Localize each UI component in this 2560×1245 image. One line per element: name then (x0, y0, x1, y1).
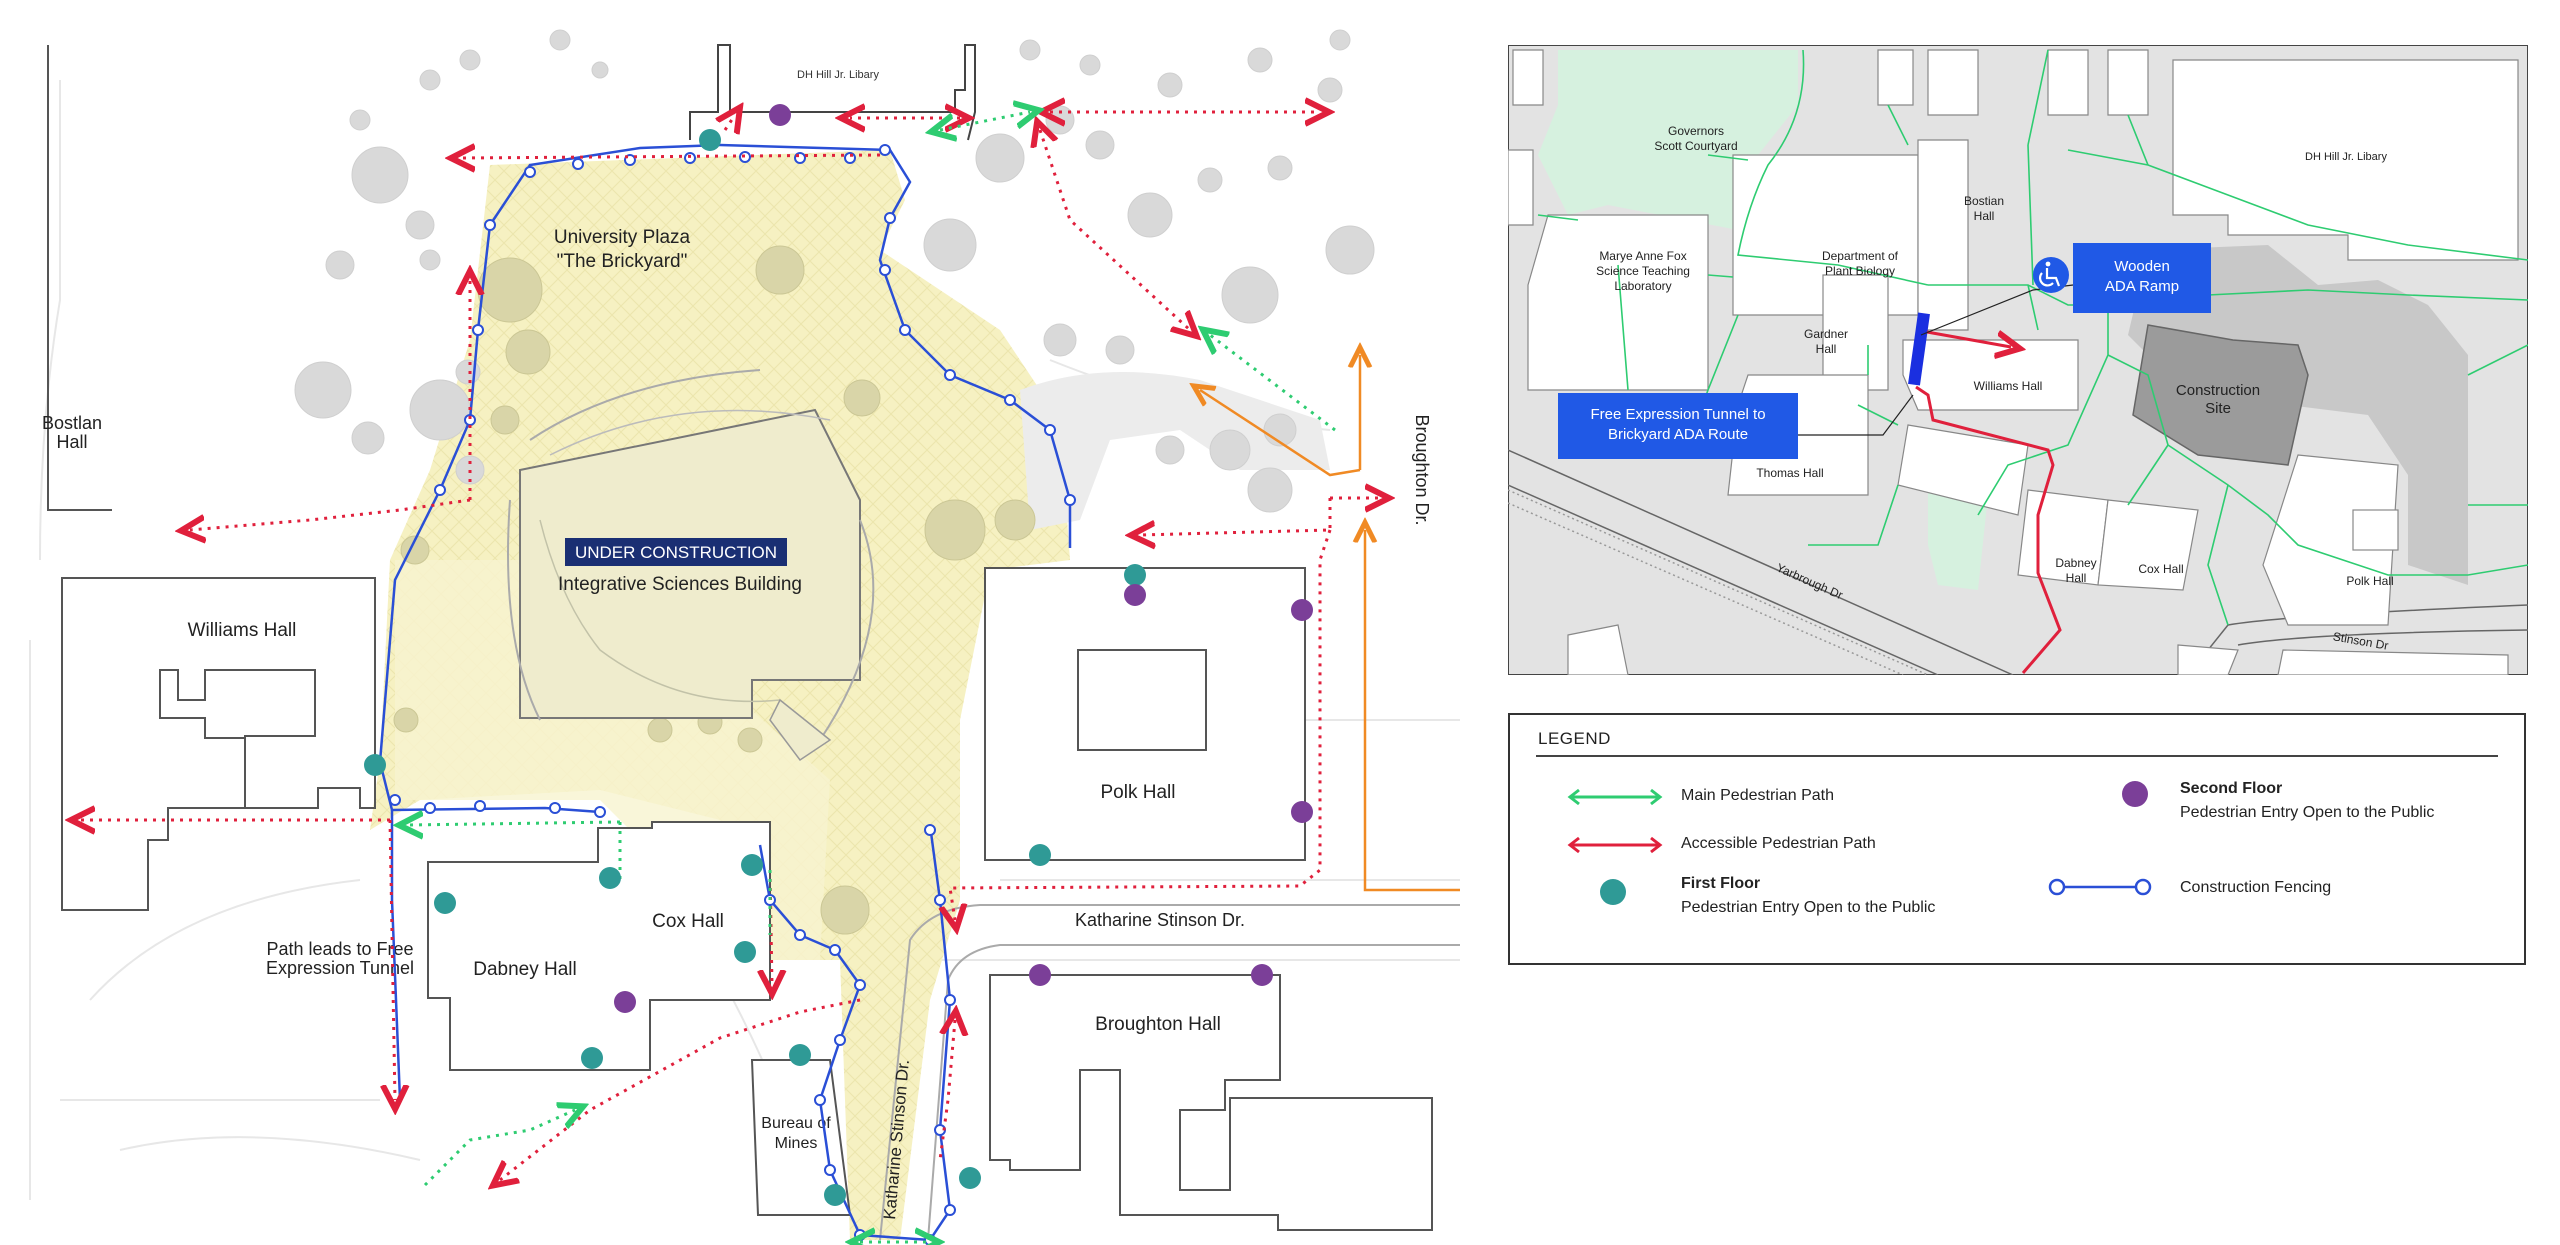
legend-second-floor-desc: Pedestrian Entry Open to the Public (2180, 804, 2435, 821)
green-space-south (1928, 490, 1988, 590)
inset-cox-label: Cox Hall (2138, 562, 2183, 576)
path-note-label-1: Path leads to Free (266, 939, 413, 959)
dh-hill-label: DH Hill Jr. Libary (797, 69, 879, 81)
hardscape-area (1020, 372, 1330, 530)
legend: LEGEND Main Pedestrian Path Accessible P… (1508, 713, 2526, 965)
tunnel-route-callout-label-1: Free Expression Tunnel to (1590, 406, 1765, 423)
legend-first-floor-title: First Floor (1681, 875, 1761, 892)
inset-williams-label: Williams Hall (1974, 379, 2043, 393)
inset-locator-map: Governors Scott Courtyard DH Hill Jr. Li… (1508, 45, 2528, 675)
inset-construction-label-1: Construction (2176, 382, 2260, 399)
inset-dabney-label-2: Hall (2066, 571, 2087, 585)
legend-second-floor: Second Floor Pedestrian Entry Open to th… (2180, 780, 2434, 822)
legend-fencing-symbol (2048, 878, 2152, 896)
ada-ramp-callout-label-2: ADA Ramp (2105, 278, 2179, 295)
bostlan-hall-label-1: Bostlan (42, 413, 102, 433)
legend-main-path-symbol (1567, 788, 1663, 806)
polk-hall-courtyard (1077, 649, 1207, 751)
legend-accessible-path-symbol (1567, 836, 1663, 854)
inset-fox-label-3: Laboratory (1614, 279, 1671, 293)
inset-dh-hill-label: DH Hill Jr. Libary (2305, 151, 2387, 163)
inset-thomas-label: Thomas Hall (1756, 466, 1823, 480)
path-note-label-2: Expression Tunnel (266, 958, 414, 978)
bostlan-hall-label-2: Hall (56, 432, 87, 452)
main-pedestrian-paths (408, 112, 1336, 1242)
inset-governors-label-1: Governors (1668, 124, 1724, 138)
first-floor-entries (364, 129, 1146, 1206)
inset-ada-ramp-segment (1908, 312, 1930, 386)
orange-route (1200, 355, 1460, 892)
inset-fox-label-2: Science Teaching (1596, 264, 1690, 278)
polk-hall-inset-courtyard (2352, 509, 2399, 551)
under-construction-label: UNDER CONSTRUCTION (575, 543, 777, 562)
bostlan-hall-outline (47, 45, 112, 511)
wheelchair-icon (2039, 261, 2061, 287)
inset-gardner-label-2: Hall (1816, 342, 1837, 356)
isb-label: Integrative Sciences Building (558, 574, 802, 595)
inset-plant-bio-label-2: Plant Biology (1825, 264, 1895, 278)
ada-ramp-callout-label-1: Wooden (2114, 258, 2170, 275)
legend-accessible-path-label: Accessible Pedestrian Path (1681, 835, 1876, 852)
inset-green-paths (1537, 49, 2528, 626)
broughton-hall-label: Broughton Hall (1095, 1014, 1221, 1035)
inset-bostian-label-1: Bostian (1964, 194, 2004, 208)
legend-second-floor-title: Second Floor (2180, 780, 2283, 797)
plaza-label-1: University Plaza (554, 227, 691, 248)
legend-main-path-label: Main Pedestrian Path (1681, 787, 1834, 804)
legend-first-floor-symbol (1600, 879, 1626, 905)
inset-bostian-label-2: Hall (1974, 209, 1995, 223)
dh-hill-library-outline (689, 44, 976, 141)
inset-fox-label-1: Marye Anne Fox (1599, 249, 1686, 263)
legend-title: LEGEND (1538, 729, 1611, 748)
legend-second-floor-symbol (2122, 781, 2148, 807)
bureau-label-2: Mines (775, 1135, 818, 1152)
fencing-posts (389, 144, 1076, 1245)
main-campus-map: DH Hill Jr. Libary Bostlan Hall UNDER CO… (29, 29, 1460, 1245)
construction-site-area (2128, 245, 2468, 585)
plaza-label-2: "The Brickyard" (557, 251, 688, 272)
construction-site-building (2132, 324, 2309, 466)
inset-accessible-route (1915, 332, 2062, 674)
legend-first-floor-desc: Pedestrian Entry Open to the Public (1681, 899, 1936, 916)
inset-plant-bio-label-1: Department of (1822, 249, 1899, 263)
polk-hall-label: Polk Hall (1101, 782, 1176, 803)
legend-divider (1536, 755, 2498, 757)
inset-buildings (1508, 49, 2519, 675)
tunnel-route-callout (1558, 393, 1798, 459)
katharine-stinson-dr-label: Katharine Stinson Dr. (1075, 910, 1245, 930)
legend-first-floor: First Floor Pedestrian Entry Open to the… (1681, 875, 1935, 917)
broughton-hall-outline (989, 974, 1433, 1231)
second-floor-entries (614, 104, 1313, 1013)
williams-hall-label: Williams Hall (188, 620, 297, 641)
bureau-label-1: Bureau of (761, 1115, 831, 1132)
cox-dabney-hall-outline (427, 821, 771, 1071)
inset-dabney-label-1: Dabney (2055, 556, 2096, 570)
inset-construction-label-2: Site (2205, 400, 2231, 417)
tunnel-route-callout-label-2: Brickyard ADA Route (1608, 426, 1748, 443)
williams-hall-outline (61, 577, 376, 911)
dabney-hall-label: Dabney Hall (473, 959, 577, 980)
cox-hall-label: Cox Hall (652, 911, 724, 932)
inset-polk-label: Polk Hall (2346, 574, 2393, 588)
polk-hall-outline (984, 567, 1306, 861)
under-construction-badge (565, 538, 787, 566)
wheelchair-icon-bg (2033, 257, 2069, 293)
legend-fencing-label: Construction Fencing (2180, 879, 2332, 896)
inset-governors-label-2: Scott Courtyard (1654, 139, 1737, 153)
ada-ramp-callout (2073, 243, 2211, 313)
inset-gardner-label-1: Gardner (1804, 327, 1848, 341)
broughton-dr-label: Broughton Dr. (1412, 414, 1432, 525)
